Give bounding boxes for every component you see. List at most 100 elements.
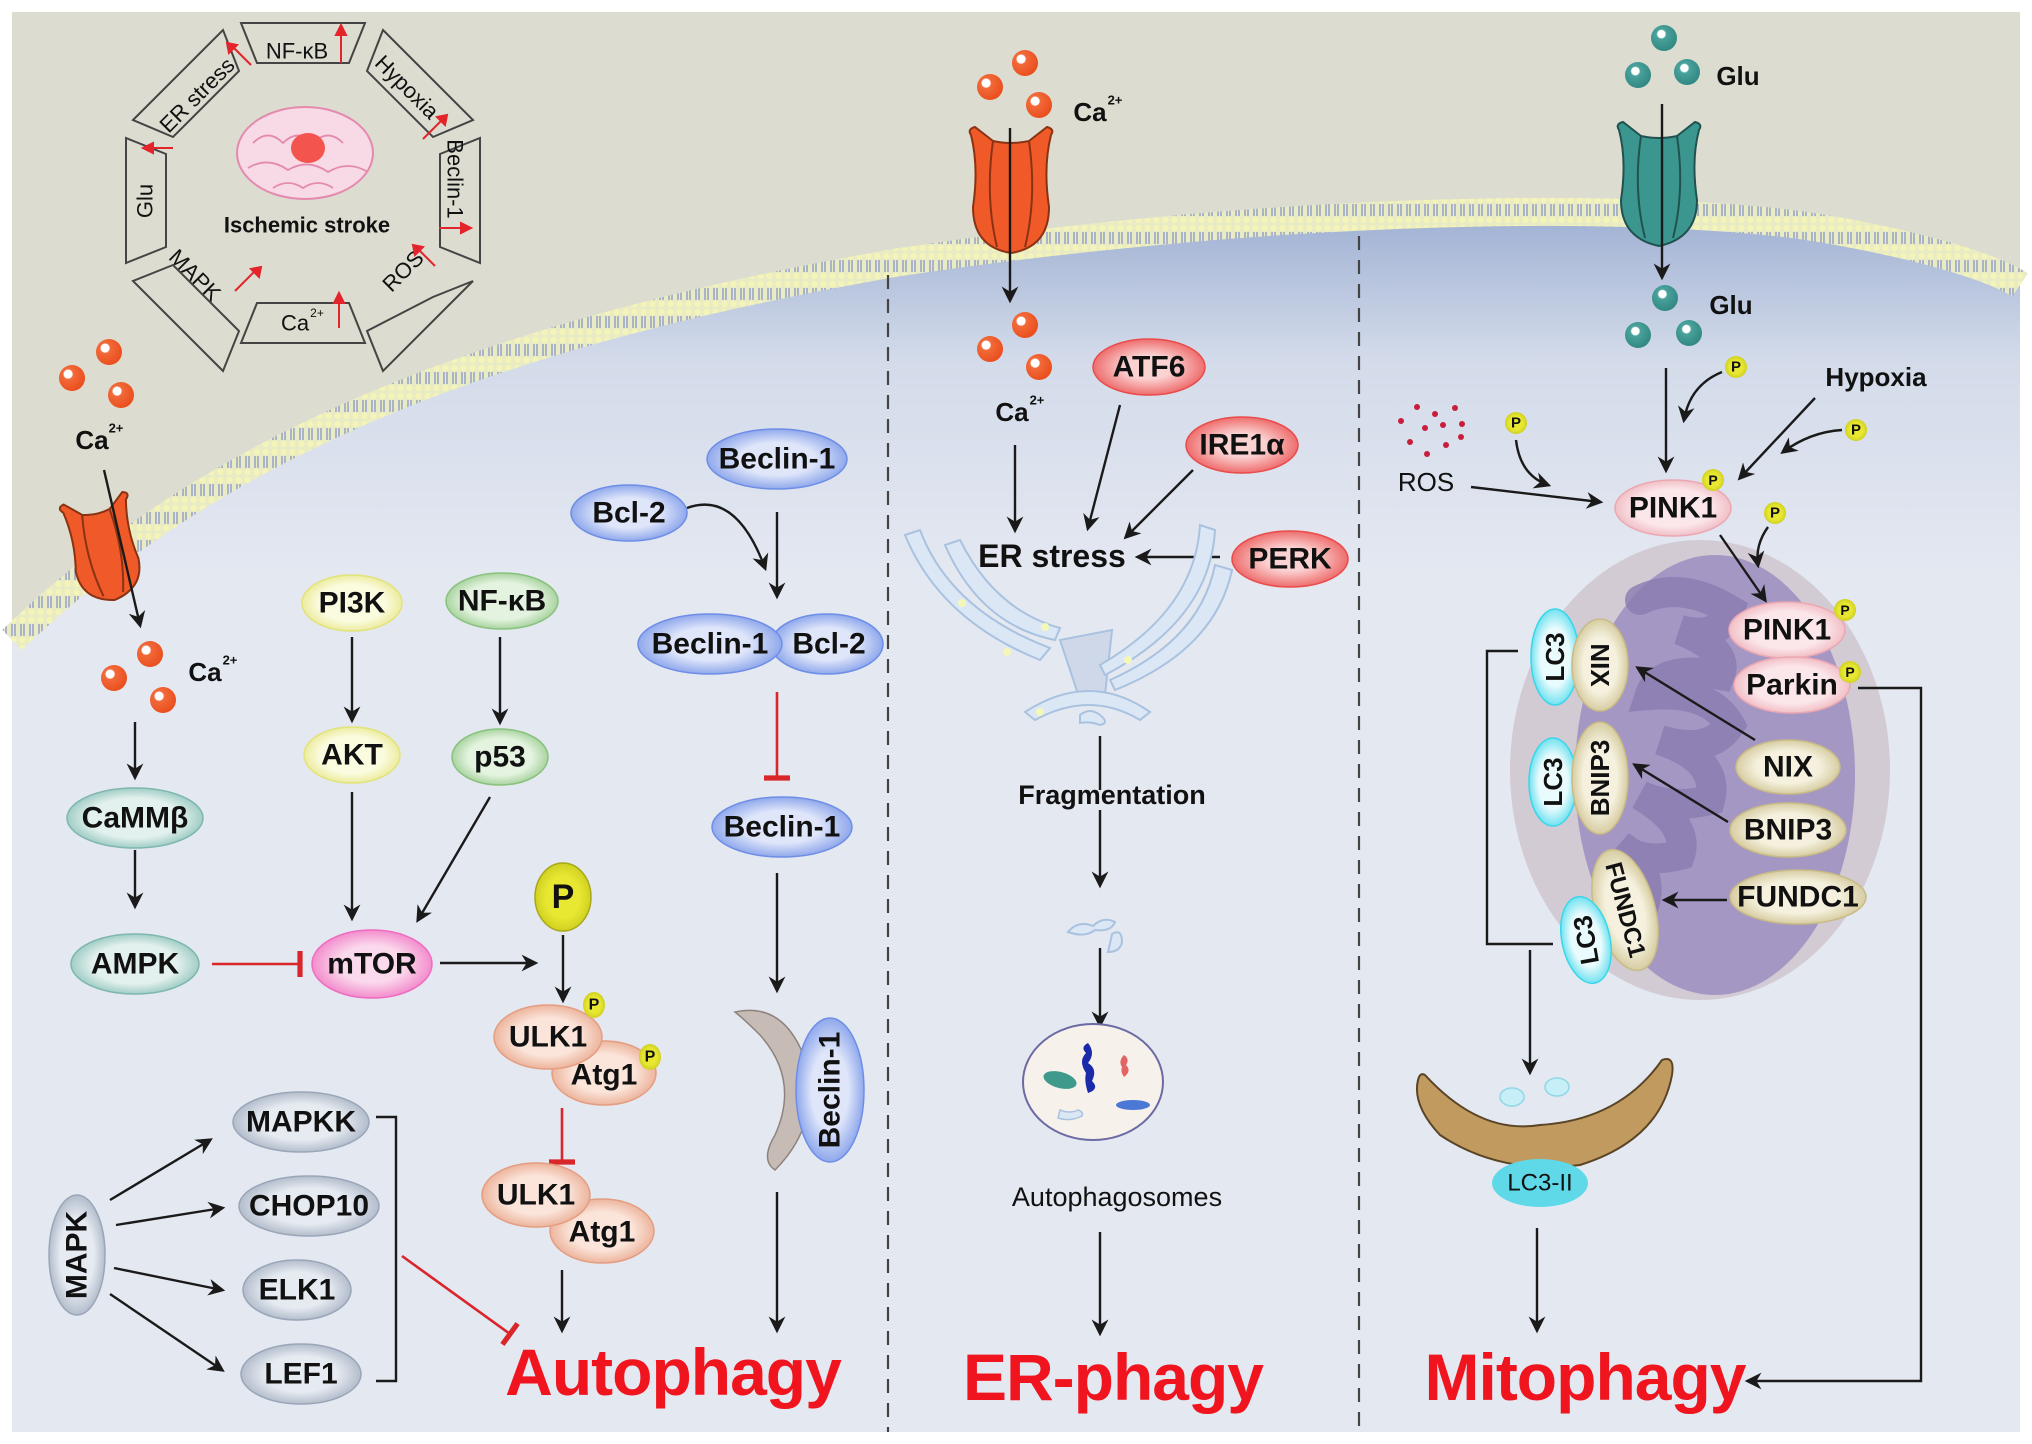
ros-label: ROS — [1398, 467, 1454, 497]
autophagosome — [1022, 1023, 1164, 1141]
phospho-hypoxia: P — [1845, 419, 1867, 441]
node-bnip3[interactable]: BNIP3 — [1729, 802, 1847, 858]
oct-nfkb: NF-κB — [266, 39, 328, 64]
endoplasmic-reticulum — [903, 523, 1234, 727]
oct-beclin: Beclin-1 — [443, 139, 468, 218]
ca-label-inside-left: Ca — [188, 657, 222, 687]
svg-text:NIX: NIX — [1585, 643, 1615, 687]
svg-text:Beclin-1: Beclin-1 — [652, 628, 769, 661]
node-beclin1-bcl2-complex[interactable]: Bcl-2 Beclin-1 — [637, 613, 884, 675]
svg-text:ATF6: ATF6 — [1113, 351, 1186, 384]
node-akt[interactable]: AKT — [303, 726, 401, 784]
svg-text:BNIP3: BNIP3 — [1744, 814, 1832, 847]
oct-ca: Ca — [281, 311, 310, 336]
svg-text:P: P — [1731, 359, 1741, 376]
phospho-large: P — [534, 862, 592, 932]
node-mapkk[interactable]: MAPKK — [232, 1091, 370, 1153]
node-lc3-ii[interactable]: LC3-II — [1492, 1159, 1588, 1207]
svg-text:P: P — [589, 997, 600, 1014]
node-pi3k[interactable]: PI3K — [301, 574, 403, 632]
svg-text:P: P — [1770, 505, 1780, 522]
node-nfkb[interactable]: NF-κB — [445, 572, 559, 630]
cell-membrane — [2, 197, 2028, 651]
node-fundc1[interactable]: FUNDC1 — [1729, 869, 1867, 925]
phospho-ros: P — [1505, 412, 1527, 434]
svg-text:LEF1: LEF1 — [264, 1358, 337, 1391]
node-ulk1-atg1[interactable]: Atg1 ULK1 — [481, 1162, 655, 1264]
ca-ions-outside-left — [59, 339, 134, 408]
ca-sup-outside-left: 2+ — [109, 421, 124, 436]
er-stress-label: ER stress — [978, 538, 1126, 574]
svg-text:NF-κB: NF-κB — [458, 585, 546, 618]
svg-text:PINK1: PINK1 — [1743, 614, 1831, 647]
node-atf6[interactable]: ATF6 — [1092, 338, 1206, 396]
svg-text:PERK: PERK — [1248, 543, 1332, 576]
er-dots — [958, 599, 1132, 716]
svg-text:p53: p53 — [474, 741, 526, 774]
node-elk1[interactable]: ELK1 — [242, 1259, 352, 1321]
svg-text:Beclin-1: Beclin-1 — [724, 811, 841, 844]
svg-text:P: P — [1851, 422, 1861, 439]
svg-text:P: P — [1840, 602, 1849, 618]
phospho-glu: P — [1725, 356, 1747, 378]
svg-text:MAPKK: MAPKK — [246, 1106, 356, 1139]
node-ulk1-atg1-phospho[interactable]: Atg1 ULK1 P P — [493, 992, 661, 1106]
svg-text:CaMMβ: CaMMβ — [82, 802, 189, 835]
oct-ca-sup: 2+ — [310, 306, 324, 320]
node-cammb[interactable]: CaMMβ — [66, 787, 204, 849]
svg-text:NIX: NIX — [1763, 751, 1813, 784]
outcome-er-phagy: ER-phagy — [963, 1340, 1264, 1414]
svg-text:IRE1α: IRE1α — [1199, 429, 1285, 462]
node-bcl2[interactable]: Bcl-2 — [570, 484, 688, 542]
infarct-spot — [291, 133, 325, 163]
phagophore-lc3ii — [1416, 1058, 1674, 1168]
ca-ions-outside-middle — [977, 50, 1052, 118]
mapk-inhibits-autophagy — [401, 1254, 520, 1347]
lc3-bracket — [1485, 649, 1553, 946]
svg-text:PI3K: PI3K — [319, 587, 386, 620]
oct-glu: Glu — [133, 184, 158, 218]
ca-sup-inside-middle: 2+ — [1030, 393, 1045, 408]
node-chop10[interactable]: CHOP10 — [238, 1175, 380, 1237]
hypoxia-label: Hypoxia — [1825, 362, 1927, 392]
node-mtor[interactable]: mTOR — [311, 929, 433, 999]
ca-label-inside-middle: Ca — [995, 397, 1029, 427]
ca-label-outside-middle: Ca — [1073, 97, 1107, 127]
ca-sup-outside-middle: 2+ — [1108, 93, 1123, 108]
node-nix[interactable]: NIX — [1735, 739, 1841, 795]
receptor-bnip3-lc3[interactable]: LC3 BNIP3 — [1528, 721, 1629, 835]
ca-ions-inside-left — [101, 641, 176, 713]
glu-outside — [1625, 25, 1700, 88]
svg-text:CHOP10: CHOP10 — [249, 1190, 369, 1223]
receptor-fundc1-lc3[interactable]: FUNDC1 LC3 — [1553, 842, 1670, 988]
node-pink1-parkin[interactable]: PINK1 P Parkin P — [1728, 599, 1861, 714]
outcome-mitophagy: Mitophagy — [1425, 1340, 1747, 1414]
receptor-nix-lc3[interactable]: LC3 NIX — [1530, 608, 1629, 712]
node-lef1[interactable]: LEF1 — [240, 1343, 362, 1405]
node-mapk[interactable]: MAPK — [48, 1194, 106, 1316]
node-ampk[interactable]: AMPK — [70, 933, 200, 995]
node-perk[interactable]: PERK — [1231, 530, 1349, 588]
svg-text:AMPK: AMPK — [91, 948, 180, 981]
svg-text:mTOR: mTOR — [327, 948, 417, 981]
node-beclin1-top[interactable]: Beclin-1 — [706, 428, 848, 490]
glu-inside — [1625, 285, 1702, 348]
ca-label-outside-left: Ca — [75, 425, 109, 455]
svg-text:FUNDC1: FUNDC1 — [1737, 881, 1859, 914]
svg-text:Bcl-2: Bcl-2 — [792, 628, 865, 661]
svg-text:LC3: LC3 — [1540, 632, 1570, 681]
svg-text:ULK1: ULK1 — [497, 1179, 575, 1212]
node-p53[interactable]: p53 — [451, 728, 549, 786]
svg-text:MAPK: MAPK — [61, 1211, 94, 1300]
svg-text:Atg1: Atg1 — [569, 1216, 636, 1249]
node-ire1a[interactable]: IRE1α — [1185, 416, 1299, 474]
svg-text:Bcl-2: Bcl-2 — [592, 497, 665, 530]
mapk-targets-bracket — [376, 1115, 398, 1383]
svg-text:LC3: LC3 — [1538, 757, 1568, 806]
node-beclin1-free[interactable]: Beclin-1 — [711, 796, 853, 858]
glu-inside-label: Glu — [1709, 290, 1752, 320]
node-pink1-top[interactable]: PINK1 P — [1614, 469, 1732, 537]
phagophore-with-beclin1[interactable]: Beclin-1 — [733, 1009, 865, 1171]
svg-text:LC3-II: LC3-II — [1507, 1170, 1572, 1197]
